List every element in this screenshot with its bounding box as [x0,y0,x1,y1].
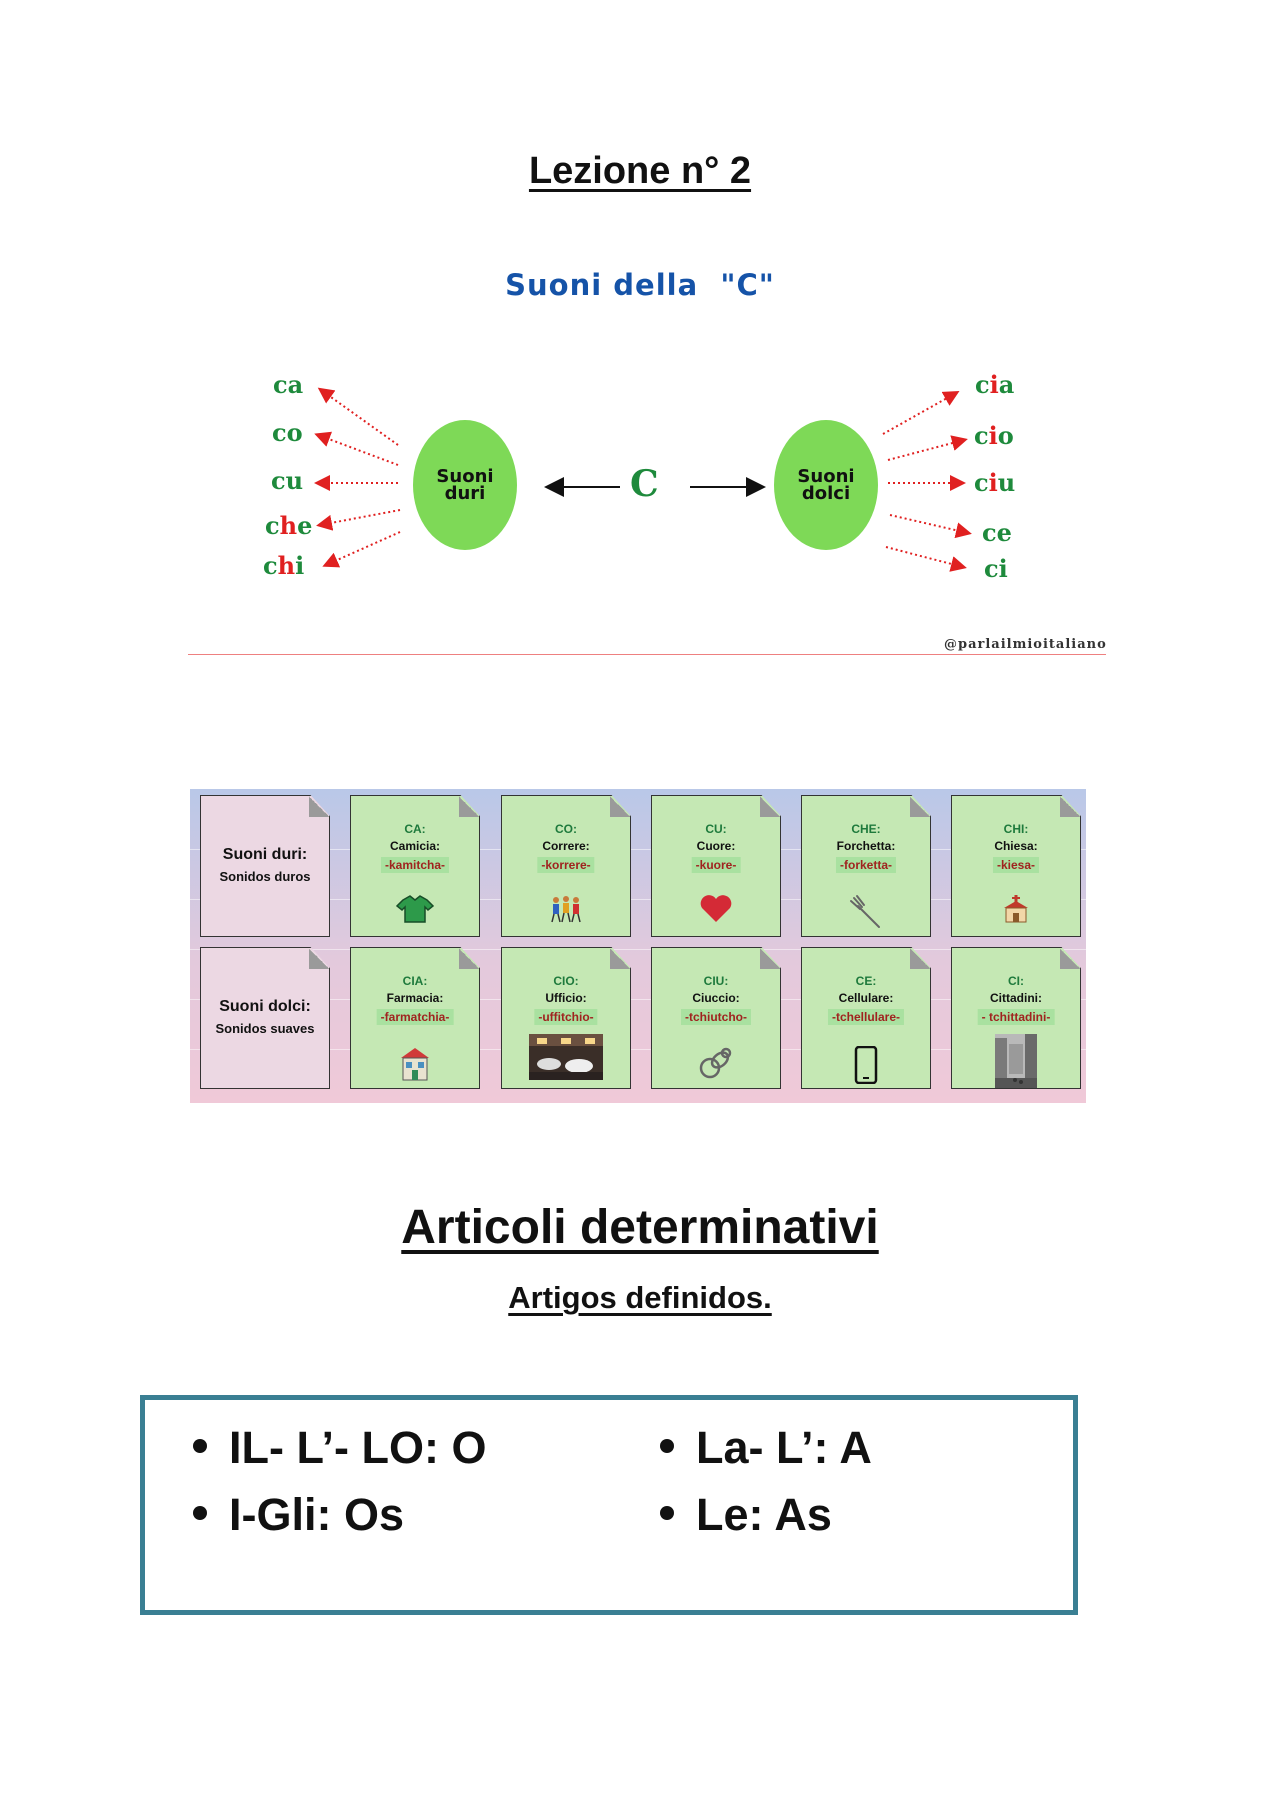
fork-icon [850,895,880,928]
office-photo [529,1034,603,1080]
card-cia: CIA: Farmacia: -farmatchia- [350,947,480,1089]
arrow-co [314,431,399,466]
arrow-cio [887,435,968,461]
row-header-subtitle: Sonidos duros [219,869,311,884]
row-header-soft: Suoni dolci: Sonidos suaves [200,947,330,1089]
author-handle: @parlailmioitaliano [944,637,1107,652]
arrow-ca [317,387,399,446]
c-sounds-diagram: ca co cu che chi cia cio ciu ce ci Suoni… [0,0,1280,680]
row-header-title: Suoni duri: [222,846,308,863]
diagram-subtitle: Suoni della "C" [505,268,775,302]
heart-icon [700,895,732,922]
bullet-icon [660,1506,674,1521]
arrow-chi [322,531,401,568]
article-item: I-Gli: Os [193,1489,404,1541]
phone-icon [854,1046,878,1084]
arrow-che [316,509,401,531]
article-item: IL- L’- LO: O [193,1422,486,1474]
diagram-arrows [314,387,972,572]
arrow-ce [889,514,972,539]
syllable-ciu: ciu [974,468,1016,497]
syllable-co: co [272,418,303,447]
church-icon [1004,895,1028,923]
bullet-icon [660,1439,674,1454]
arrow-cia [882,391,960,435]
row-header-title: Suoni dolci: [219,998,311,1015]
city-street-photo [995,1034,1037,1088]
running-people-icon [551,896,581,923]
pharmacy-icon [401,1048,429,1081]
arrow-ci [885,546,967,572]
card-cio: CIO: Ufficio: -uffitchio- [501,947,631,1089]
syllable-ca: ca [273,370,304,399]
card-ca: CA: Camicia: -kamitcha- [350,795,480,937]
card-chi: CHI: Chiesa: -kiesa- [951,795,1081,937]
lesson-title: Lezione n° 2 [528,150,752,192]
row-header-hard: Suoni duri: Sonidos duros [200,795,330,937]
section-title: Articoli determinativi [401,1201,879,1254]
section-subtitle: Artigos definidos. [508,1280,772,1315]
sound-cards-panel: Suoni duri: Sonidos duros CA: Camicia: -… [190,789,1086,1103]
syllable-cia: cia [975,370,1015,399]
articles-box: IL- L’- LO: O La- L’: A I-Gli: Os Le: As [140,1395,1078,1615]
card-ci: CI: Cittadini: - tchittadini- [951,947,1081,1089]
card-co: CO: Correre: -korrere- [501,795,631,937]
article-item: La- L’: A [660,1422,872,1474]
syllable-che: che [265,511,313,540]
syllable-ci: ci [984,554,1008,583]
card-che: CHE: Forchetta: -forketta- [801,795,931,937]
divider-line [188,654,1106,655]
syllable-ce: ce [982,518,1012,547]
bullet-icon [193,1506,207,1521]
syllable-cu: cu [271,466,304,495]
article-item: Le: As [660,1489,832,1541]
syllable-cio: cio [974,421,1014,450]
syllable-chi: chi [263,551,305,580]
card-cu: CU: Cuore: -kuore- [651,795,781,937]
shirt-icon [395,895,435,923]
center-letter: C [630,463,659,505]
row-header-subtitle: Sonidos suaves [215,1021,315,1036]
pacifier-icon [699,1047,732,1079]
bullet-icon [193,1439,207,1454]
card-ce: CE: Cellulare: -tchellulare- [801,947,931,1089]
card-ciu: CIU: Ciuccio: -tchiutcho- [651,947,781,1089]
